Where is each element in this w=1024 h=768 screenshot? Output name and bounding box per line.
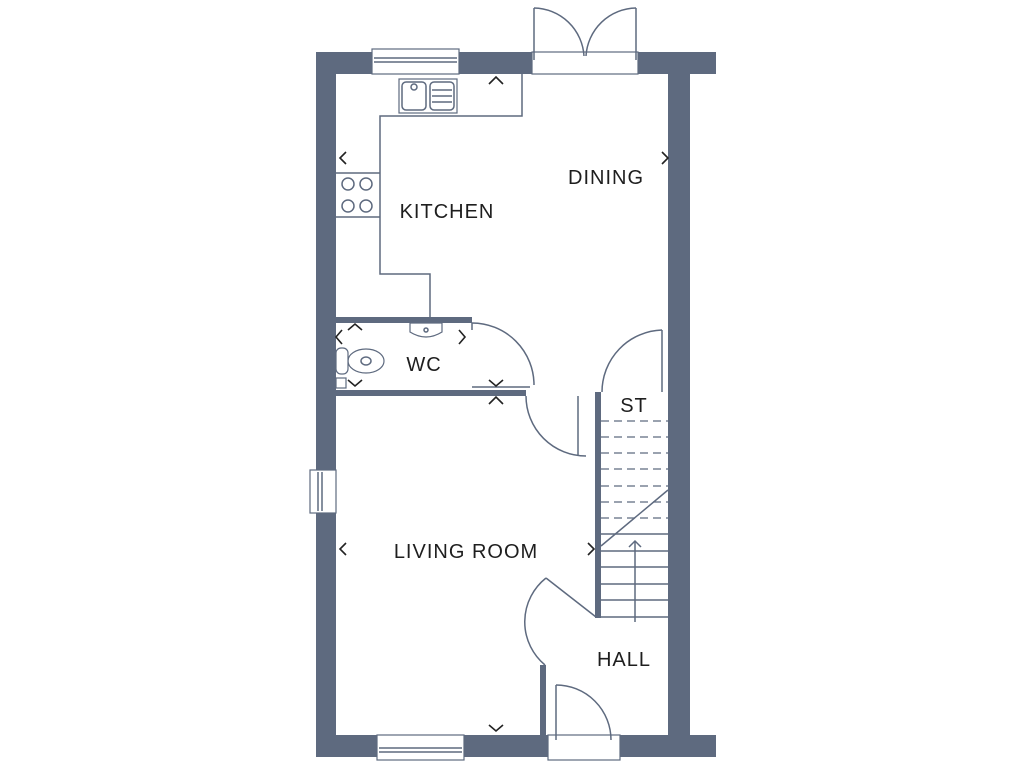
room-label-kitchen: KITCHEN	[400, 201, 495, 223]
french-doors	[531, 7, 639, 75]
wc-door	[471, 322, 535, 386]
kitchen-counter	[336, 74, 523, 318]
front-door	[547, 684, 621, 761]
window-living-side	[309, 469, 337, 514]
staircase	[595, 392, 669, 622]
room-label-dining: DINING	[568, 167, 644, 189]
store-door	[601, 329, 663, 393]
hall-door	[524, 577, 597, 737]
exterior-walls	[316, 52, 716, 757]
basin	[409, 322, 443, 338]
toilet	[335, 347, 385, 389]
room-label-store: ST	[620, 395, 648, 417]
living-door	[525, 395, 587, 457]
room-label-living-room: LIVING ROOM	[394, 541, 538, 563]
room-label-hall: HALL	[597, 649, 651, 671]
hob	[341, 177, 373, 213]
window-kitchen	[371, 48, 460, 75]
wc-walls	[336, 317, 530, 396]
dimension-arrows	[334, 75, 670, 733]
room-label-wc: WC	[406, 354, 441, 376]
window-living-front	[376, 734, 465, 761]
sink	[398, 78, 458, 114]
